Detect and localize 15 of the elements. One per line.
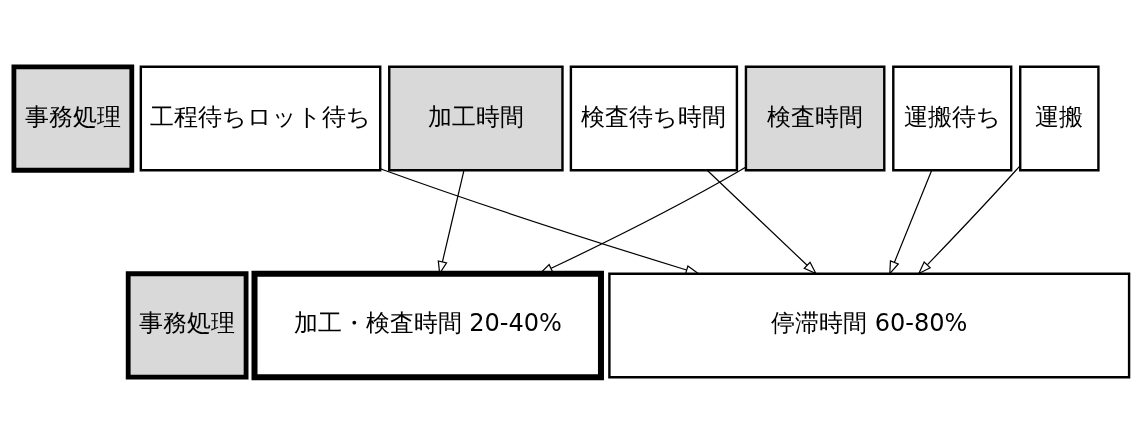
arrow (917, 165, 1021, 275)
node-box: 加工時間 (388, 65, 564, 171)
arrow (379, 167, 700, 275)
node-box: 運搬待ち (892, 65, 1013, 171)
node-box: 運搬 (1019, 65, 1100, 171)
node-box: 検査待ち時間 (569, 65, 739, 171)
node-box: 検査時間 (744, 65, 886, 171)
arrow (706, 169, 818, 275)
node-box: 事務処理 (125, 270, 249, 380)
node-box: 事務処理 (11, 63, 135, 173)
node-box: 停滞時間 60-80% (608, 272, 1131, 378)
node-box: 加工・検査時間 20-40% (251, 270, 604, 380)
arrow (889, 169, 933, 275)
arrow (538, 166, 747, 274)
node-box: 工程待ちロット待ち (139, 65, 382, 171)
